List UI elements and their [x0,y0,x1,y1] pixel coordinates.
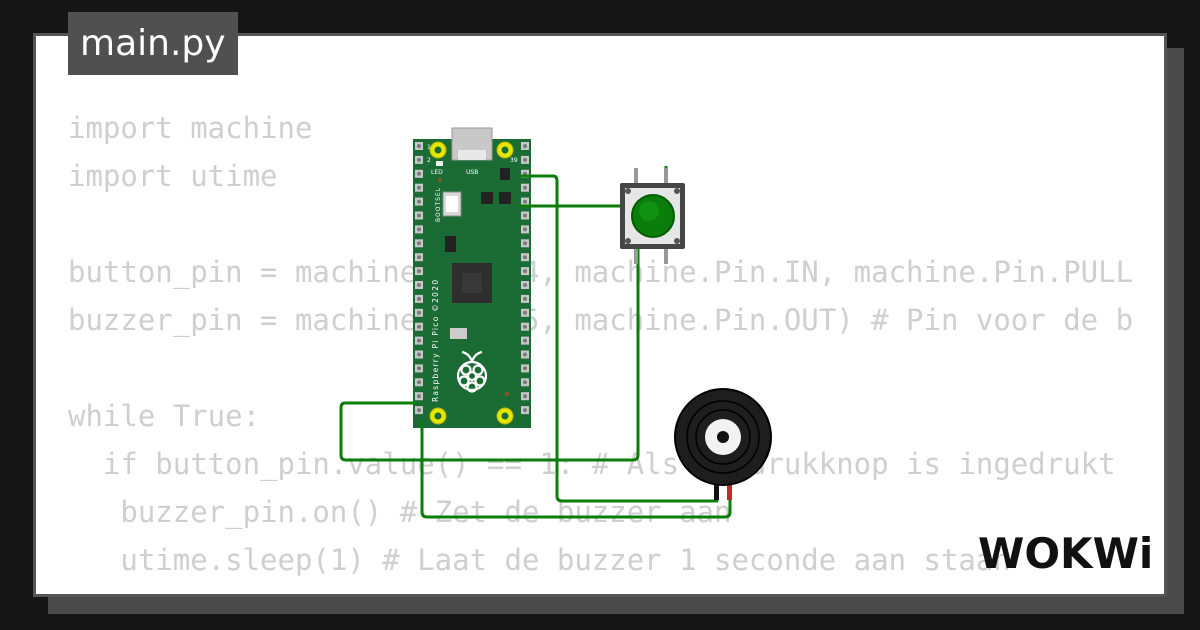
header-pin-hole [523,199,527,204]
header-pin-hole [523,352,527,357]
code-line: if button_pin.value() == 1: # Als de dru… [68,447,1116,481]
header-pin-hole [523,380,527,385]
header-pin-hole [417,157,421,162]
header-pin-hole [523,310,527,315]
code-line: import utime [68,159,278,193]
file-tab[interactable]: main.py [68,12,238,75]
wires [339,166,732,519]
header-pin-hole [417,283,421,287]
header-pin-hole [417,171,421,176]
header-pin-hole [523,255,527,260]
header-pin-hole [523,144,527,148]
code-line: buzzer_pin.off() # Zet de buzzer uit [68,584,1133,594]
header-pin-hole [417,408,421,413]
wire-gnd-button [339,247,640,462]
header-pin-hole [523,269,527,274]
header-pin-hole [417,255,421,260]
led-label: LED [431,169,443,176]
pin2-label: 2 [427,157,431,164]
header-pin-hole [523,213,527,218]
header-pin-hole [523,227,527,232]
pin1-label: 1 [427,144,431,151]
header-pin-hole [523,408,527,413]
code-line: import machine [68,111,313,145]
header-pin-hole [417,296,421,301]
header-pin-hole [417,338,421,343]
header-pin-hole [417,213,421,218]
wokwi-logo-icon: WOKWi [978,529,1150,578]
header-pins [415,142,529,415]
pico-board[interactable]: 1 2 39 LED USB BOOTSEL Raspberry Pi Pico… [413,127,531,428]
header-pin-hole [523,185,527,190]
usb-label: USB [466,169,478,176]
header-pin-hole [417,227,421,232]
pushbutton-icon[interactable] [620,168,685,264]
header-pin-hole [523,296,527,301]
wire-gnd-buzzer [420,420,732,519]
header-pin-hole [417,241,421,246]
header-pin-hole [417,324,421,329]
header-pin-hole [417,144,421,148]
header-pin-hole [523,157,527,162]
raspberry-logo-icon [456,350,488,393]
header-pin-hole [523,241,527,246]
pico-silkscreen: Raspberry Pi Pico ©2020 [431,279,440,402]
header-pin-hole [523,394,527,399]
header-pin-hole [417,185,421,190]
header-pin-hole [523,338,527,343]
code-line: while True: [68,399,261,433]
header-pin-hole [417,269,421,274]
header-pin-hole [417,199,421,204]
header-pin-hole [523,366,527,371]
buzzer-icon[interactable] [674,388,772,500]
header-pin-hole [417,394,421,399]
header-pin-hole [417,310,421,315]
header-pin-hole [417,380,421,385]
wokwi-logo-text: WOKWi [978,529,1150,578]
bootsel-label: BOOTSEL [435,187,442,222]
header-pin-hole [523,283,527,287]
code-line: utime.sleep(1) # Laat de buzzer 1 second… [68,543,1011,577]
header-pin-hole [417,366,421,371]
wire-gp15-buzzer [520,174,719,503]
header-pin-hole [417,352,421,357]
header-pin-hole [523,324,527,329]
pin39-label: 39 [510,157,518,164]
led-indicator [436,161,443,166]
